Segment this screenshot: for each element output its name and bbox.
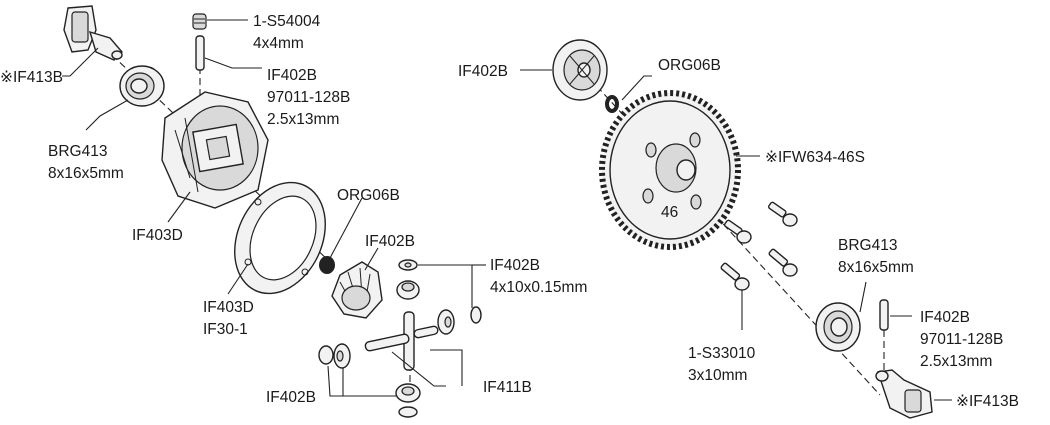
cross-shaft <box>364 311 439 371</box>
label-s54004-size: 4x4mm <box>253 35 304 52</box>
label-s33010-size: 3x10mm <box>688 367 747 384</box>
label-if402b-pin-top: IF402B <box>267 67 317 84</box>
label-if30-gasket: IF30-1 <box>203 321 248 338</box>
label-s54004-code: 1-S54004 <box>253 13 321 30</box>
label-if402b-pin-right: IF402B <box>920 309 970 326</box>
label-brg413-right: BRG413 <box>838 237 897 254</box>
gasket-ring <box>234 181 326 295</box>
pinion-left-low <box>333 343 351 369</box>
washer-bottom <box>398 406 418 418</box>
label-if402b-bevel: IF402B <box>365 233 415 250</box>
label-s33010-code: 1-S33010 <box>688 345 756 362</box>
pin-right <box>879 299 889 331</box>
label-if413b-left: ※IF413B <box>0 69 63 86</box>
label-if402b-pin-top-size: 2.5x13mm <box>267 111 339 128</box>
diff-case <box>161 91 269 209</box>
bevel-gear <box>331 261 383 319</box>
outdrive-cup-right <box>875 369 933 419</box>
set-screw-icon <box>192 13 207 30</box>
label-if402b-pin-top-code: 97011-128B <box>267 89 350 106</box>
label-if402b-pinion: IF402B <box>458 63 508 80</box>
bearing-left <box>119 65 165 107</box>
label-if402b-bottom: IF402B <box>266 389 316 406</box>
label-if402b-pin-right-code: 97011-128B <box>920 331 1003 348</box>
label-if402b-washer: IF402B <box>490 257 540 274</box>
screw-3 <box>720 262 750 291</box>
pinion-right <box>437 309 455 335</box>
screw-4 <box>768 248 798 277</box>
label-if403d-case: IF403D <box>132 227 183 244</box>
label-if411b: IF411B <box>483 379 532 396</box>
pinion-gear-top <box>552 39 608 101</box>
label-brg413-right-size: 8x16x5mm <box>838 259 914 276</box>
label-if402b-washer-size: 4x10x0.15mm <box>490 279 587 296</box>
o-ring-right <box>605 95 619 113</box>
pin-top <box>195 35 205 71</box>
screw-2 <box>767 201 798 227</box>
pinion-bottom <box>395 383 421 403</box>
o-ring-left <box>319 256 335 274</box>
pinion-top <box>396 280 420 300</box>
outdrive-cup-left <box>63 5 123 61</box>
bearing-right <box>815 302 861 352</box>
spur-gear-46t <box>599 90 741 250</box>
label-gear-teeth: 46 <box>661 204 678 221</box>
screw-1 <box>723 219 752 244</box>
label-if413b-right: ※IF413B <box>956 393 1019 410</box>
label-if403d-gasket: IF403D <box>203 299 254 316</box>
label-org06b-left: ORG06B <box>337 187 400 204</box>
label-ifw634: ※IFW634-46S <box>765 149 865 166</box>
label-brg413-left: BRG413 <box>48 143 107 160</box>
label-org06b-right: ORG06B <box>658 57 721 74</box>
label-if402b-pin-right-size: 2.5x13mm <box>920 353 992 370</box>
label-brg413-left-size: 8x16x5mm <box>48 165 124 182</box>
washer-side <box>470 306 482 324</box>
washer-left-low <box>318 345 334 365</box>
